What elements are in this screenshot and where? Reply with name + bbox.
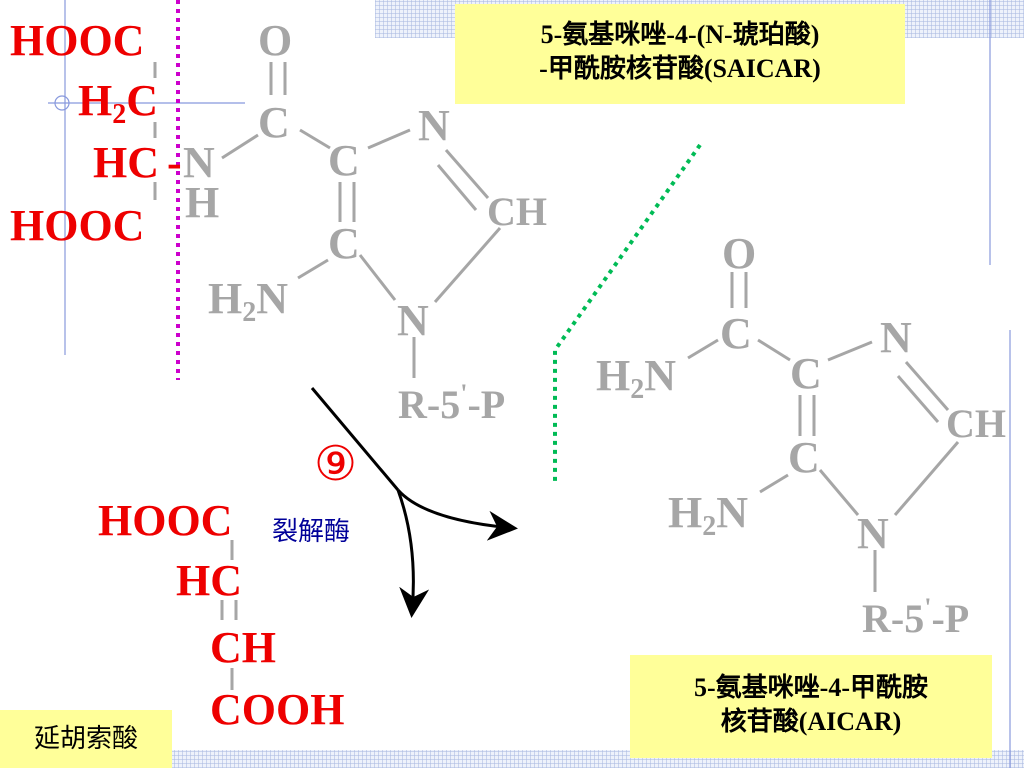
aicar-ribose-phosphate: R-5'-P <box>862 593 969 641</box>
fumarate-hc: HC <box>176 556 242 605</box>
fumarate-molecule: HOOC HC CH COOH <box>98 496 344 734</box>
saicar-carbonyl-carbon: C <box>258 98 290 147</box>
arrow-to-aicar <box>396 488 518 541</box>
saicar-name-line2: -甲酰胺核苷酸(SAICAR) <box>539 54 821 83</box>
aicar-name-line2: 核苷酸(AICAR) <box>720 707 902 736</box>
fumarate-cooh: COOH <box>210 685 344 734</box>
fumarate-name-label: 延胡索酸 <box>0 710 172 768</box>
fumarate-ch: CH <box>210 623 276 672</box>
aicar-amide-nh2: H2N <box>596 351 676 405</box>
fumarate-hooc: HOOC <box>98 496 232 545</box>
step-number-badge: ⑨ <box>314 436 357 492</box>
aicar-molecule: O C H2N C N CH C H2N N R-5'-P <box>596 229 1006 641</box>
slide-guide-lines <box>48 0 1011 768</box>
saicar-hooc-bottom: HOOC <box>10 201 144 250</box>
aicar-amino-group: H2N <box>668 488 748 542</box>
saicar-hc: HC <box>93 138 159 187</box>
aicar-carbonyl-carbon: C <box>720 309 752 358</box>
arrow-to-fumarate <box>396 489 430 618</box>
saicar-hooc-top: HOOC <box>10 16 144 65</box>
fumarate-bonds <box>220 540 238 690</box>
aicar-name-label: 5-氨基咪唑-4-甲酰胺 核苷酸(AICAR) <box>630 655 992 758</box>
saicar-name-label: 5-氨基咪唑-4-(N-琥珀酸) -甲酰胺核苷酸(SAICAR) <box>455 4 905 104</box>
reaction-arrows <box>310 387 518 618</box>
saicar-ring-n1: N <box>397 296 429 345</box>
aicar-ring-c5: C <box>788 433 820 482</box>
aicar-ring-n3: N <box>880 313 912 362</box>
aicar-name-line1: 5-氨基咪唑-4-甲酰胺 <box>694 673 928 702</box>
reaction-arrow-stem <box>310 387 400 491</box>
aicar-ring-n1: N <box>857 509 889 558</box>
saicar-ring-c4: C <box>328 136 360 185</box>
saicar-amino-group: H2N <box>208 274 288 328</box>
saicar-ring-n3: N <box>418 101 450 150</box>
saicar-ring-ch: CH <box>487 189 547 234</box>
aicar-ring-bonds <box>687 272 960 592</box>
saicar-ribose-phosphate: R-5'-P <box>398 379 505 427</box>
aicar-ring-ch: CH <box>946 401 1006 446</box>
saicar-h2c: H2C <box>78 76 158 130</box>
enzyme-label: 裂解酶 <box>272 517 350 547</box>
green-dotted-divider <box>553 143 702 485</box>
saicar-molecule: HOOC H2C HC - HOOC O C N H C N CH <box>10 16 547 427</box>
guide-circle-icon <box>54 95 70 111</box>
aicar-oxygen: O <box>722 229 756 278</box>
saicar-amide-nitrogen: N <box>183 138 215 187</box>
saicar-oxygen: O <box>258 16 292 65</box>
saicar-ring-c5: C <box>328 219 360 268</box>
saicar-ring-bonds <box>221 62 502 378</box>
saicar-hc-dash: - <box>167 138 182 187</box>
aicar-ring-c4: C <box>790 349 822 398</box>
saicar-amide-hydrogen: H <box>185 178 219 227</box>
saicar-name-line1: 5-氨基咪唑-4-(N-琥珀酸) <box>540 20 820 49</box>
